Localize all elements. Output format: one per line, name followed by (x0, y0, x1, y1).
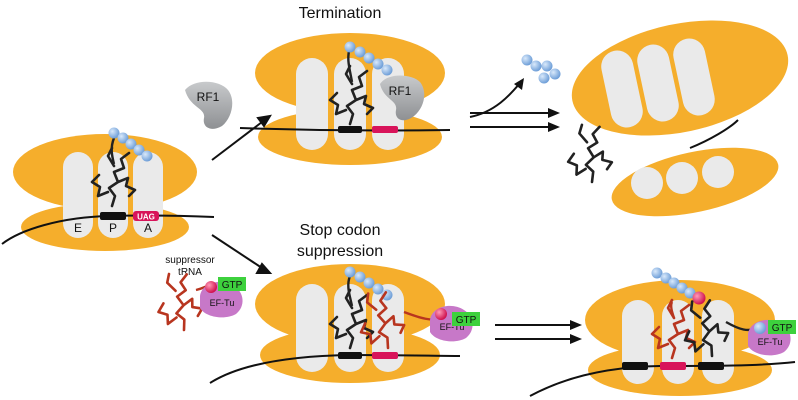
site-a (372, 284, 404, 372)
gtp-mid (452, 312, 480, 326)
rf1-bound-label: RF1 (389, 84, 412, 98)
codon-p-initial (100, 212, 126, 220)
arrowheads-termination-release (514, 78, 560, 132)
ribosome-readthrough (585, 280, 775, 396)
trna-released (560, 119, 616, 187)
title-termination: Termination (299, 5, 382, 22)
stop-codon-termination (372, 126, 398, 133)
released-peptide (521, 54, 561, 84)
arrow-to-termination (211, 121, 263, 161)
codon-p-termination (338, 126, 362, 133)
arrowheads-readthrough (570, 320, 582, 344)
site-e-label: E (74, 221, 82, 235)
codon-a-readthrough (698, 362, 724, 370)
site-a-label: A (144, 221, 152, 235)
arrow-peptide-release (469, 82, 521, 118)
codon-e-readthrough (622, 362, 648, 370)
arrow-readthrough (495, 324, 572, 340)
eftu-free-label: EF-Tu (210, 298, 235, 308)
gtp-free (218, 277, 246, 291)
amino-acid-mid (435, 308, 447, 320)
rf1-bound: RF1 (380, 75, 425, 121)
suppressor-label-line1: suppressor (165, 255, 215, 266)
stop-codon-initial (133, 211, 159, 221)
large-subunit-released (571, 20, 789, 136)
arrow-to-suppression (211, 234, 263, 269)
ribosome-suppression (255, 264, 445, 383)
codon-p-suppression (338, 352, 362, 359)
stop-codon-label: UAG (137, 213, 155, 222)
title-suppression-line1: Stop codon (300, 222, 381, 239)
stop-codon-suppression (372, 352, 398, 359)
amino-acid-right (754, 322, 766, 334)
eftu-complex-free: EF-Tu GTP (200, 277, 246, 318)
site-e (296, 58, 328, 150)
arrows-branch (211, 114, 273, 274)
suppressor-trna-free (148, 266, 208, 337)
suppressor-label-line2: tRNA (178, 267, 202, 278)
gtp-right-label: GTP (772, 323, 793, 334)
eftu-complex-right: EF-Tu GTP (748, 319, 796, 356)
peptide-suppression (344, 266, 393, 301)
gtp-mid-label: GTP (456, 315, 477, 326)
incorporated-amino-acid (692, 291, 706, 305)
suppressor-acceptor-p (669, 301, 676, 319)
arrows-termination-release (469, 82, 550, 128)
peptide-initial (108, 127, 153, 162)
eftu-mid-label: EF-Tu (440, 322, 465, 332)
eftu-right-label: EF-Tu (758, 337, 783, 347)
trna-acceptor-suppression (347, 275, 354, 307)
amino-acid-free (205, 281, 217, 293)
site-e (622, 300, 654, 384)
site-e (296, 284, 328, 372)
rf1-free-label: RF1 (197, 90, 220, 104)
peptide-termination (344, 41, 393, 76)
site-p-label: P (109, 221, 117, 235)
gtp-free-label: GTP (222, 280, 243, 291)
stop-codon-readthrough (660, 362, 686, 370)
trna-acceptor-initial (110, 137, 116, 165)
mrna-released (689, 119, 739, 149)
eftu-complex-mid: EF-Tu GTP (430, 305, 480, 342)
small-subunit-released (611, 147, 779, 217)
gtp-right (768, 320, 796, 334)
peptide-readthrough (651, 267, 706, 305)
rf1-free: RF1 (185, 81, 233, 129)
title-suppression-line2: suppression (297, 243, 383, 260)
